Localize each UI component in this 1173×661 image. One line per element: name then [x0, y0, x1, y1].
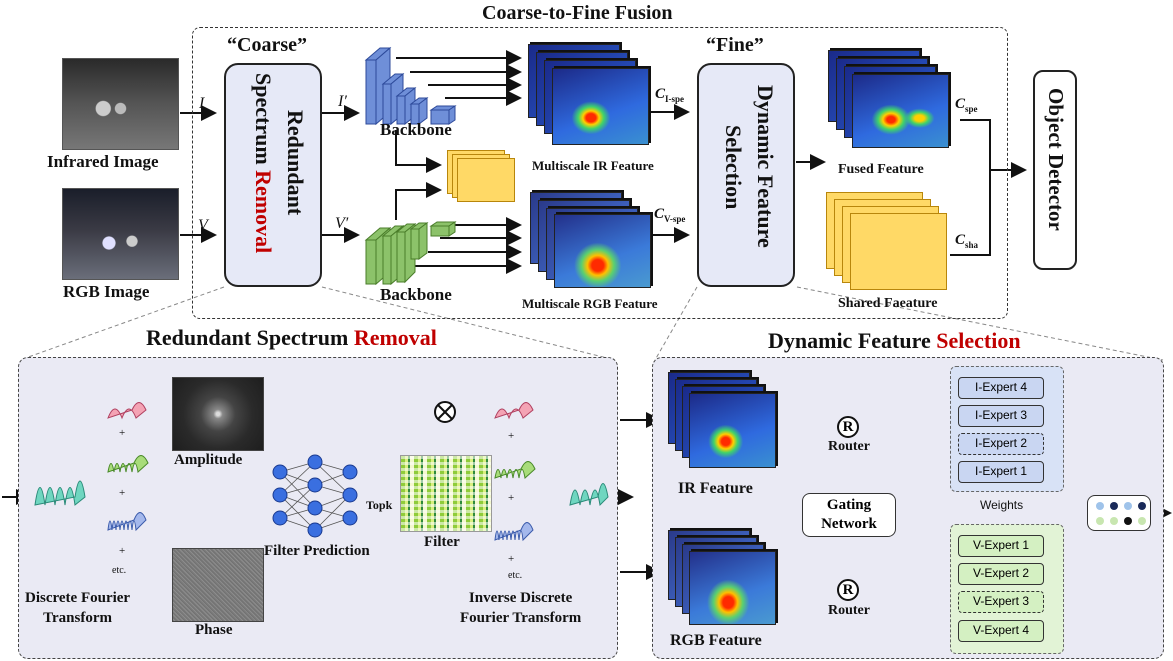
filter-prediction-label: Filter Prediction: [264, 543, 370, 559]
etc-label-right: etc.: [508, 570, 523, 581]
dynamic-feature-selection-block: [697, 63, 795, 287]
plus-sign-3: +: [119, 545, 126, 557]
dfs-panel-title-red: Selection: [936, 328, 1021, 353]
fused-feature-label: Fused Feature: [838, 162, 924, 177]
c-spe-c: C: [955, 96, 966, 112]
c-ispe-label: CI-spe: [655, 86, 684, 104]
etc-label-left: etc.: [112, 565, 127, 576]
c-ispe-c: C: [655, 86, 666, 102]
dfs-text-dynamic-feature: Dynamic Feature: [753, 85, 778, 248]
ir-backbone-label: Backbone: [380, 120, 452, 139]
coarse-to-fine-title: Coarse-to-Fine Fusion: [482, 2, 673, 24]
topk-label: Topk: [366, 498, 393, 512]
dft-line1: Discrete Fourier: [25, 590, 131, 606]
rgb-backbone-label: Backbone: [380, 285, 452, 304]
c-sha-c: C: [955, 232, 966, 248]
infrared-image-label: Infrared Image: [47, 152, 159, 171]
dfs-text-selection: Selection: [721, 125, 746, 210]
rgb-image: [62, 188, 179, 280]
rsr-panel-title: Redundant Spectrum Removal: [146, 325, 437, 351]
v-expert-3: V-Expert 3: [958, 591, 1044, 613]
redundant-spectrum-removal-block: [224, 63, 322, 287]
infrared-image: [62, 58, 179, 150]
rsr-text-spectrum: Spectrum Removal: [250, 73, 276, 253]
plus-sign-1: +: [119, 427, 126, 439]
gating-line1: Gating: [826, 497, 872, 513]
dfs-panel-title: Dynamic Feature Selection: [768, 328, 1021, 354]
rsr-text-redundant: Redundant: [283, 110, 308, 216]
dfs-panel-title-black: Dynamic Feature: [768, 328, 937, 353]
i-expert-4: I-Expert 4: [958, 377, 1044, 399]
multiscale-rgb-feature-label: Multiscale RGB Feature: [522, 296, 658, 311]
shared-feature-small-stack: [447, 150, 517, 204]
gating-line2: Network: [821, 516, 877, 532]
dft-label: Discrete Fourier Transform: [25, 588, 130, 628]
shared-feature-stack: [826, 192, 951, 292]
router-rgb-symbol: R: [837, 579, 859, 601]
rsr-removal-word: Removal: [251, 170, 276, 254]
c-sha-sub: sha: [965, 240, 979, 250]
coarse-label: “Coarse”: [227, 34, 307, 56]
idft-label: Inverse Discrete Fourier Transform: [460, 588, 581, 628]
plus-sign-5: +: [508, 492, 515, 504]
fused-feature-stack: [828, 50, 953, 155]
rsr-spectrum-word: Spectrum: [251, 73, 276, 165]
v-expert-1: V-Expert 1: [958, 535, 1044, 557]
fine-label: “Fine”: [706, 34, 764, 56]
v-expert-2: V-Expert 2: [958, 563, 1044, 585]
phase-label: Phase: [195, 622, 233, 638]
input-i-prime-label: I′: [338, 93, 347, 110]
router-ir-symbol: R: [837, 416, 859, 438]
c-vspe-sub: V-spe: [664, 214, 686, 224]
phase-image: [172, 548, 264, 622]
c-ispe-sub: I-spe: [665, 94, 685, 104]
c-sha-label: Csha: [955, 232, 978, 250]
rsr-panel-title-red: Removal: [353, 325, 437, 350]
c-spe-label: Cspe: [955, 96, 978, 114]
object-detector-block: [1033, 70, 1077, 270]
v-expert-4: V-Expert 4: [958, 620, 1044, 642]
ir-feature-label: IR Feature: [678, 480, 753, 497]
shared-feature-label: Shared Faeature: [838, 296, 938, 311]
object-detector-label: Object Detector: [1044, 88, 1068, 231]
combiner-block: [1087, 495, 1151, 531]
plus-sign-2: +: [119, 487, 126, 499]
rgb-feature-stack: [668, 530, 783, 630]
combiner-dots: [1096, 502, 1146, 525]
multiscale-ir-feature-stack: [528, 44, 653, 154]
filter-label: Filter: [424, 534, 460, 550]
multiscale-ir-feature-label: Multiscale IR Feature: [532, 158, 654, 173]
filter-image: [400, 455, 492, 532]
c-vspe-label: CV-spe: [654, 206, 685, 224]
ir-feature-stack: [668, 372, 783, 477]
input-v-label: V: [198, 217, 208, 234]
idft-line2: Fourier Transform: [460, 610, 582, 626]
rgb-image-label: RGB Image: [63, 282, 150, 301]
weights-label: Weights: [980, 498, 1024, 512]
c-vspe-c: C: [654, 206, 665, 222]
i-expert-2: I-Expert 2: [958, 433, 1044, 455]
idft-line1: Inverse Discrete: [468, 590, 573, 606]
i-expert-1: I-Expert 1: [958, 461, 1044, 483]
plus-sign-6: +: [508, 553, 515, 565]
plus-sign-4: +: [508, 430, 515, 442]
amplitude-label: Amplitude: [174, 452, 243, 468]
i-expert-3: I-Expert 3: [958, 405, 1044, 427]
gating-network-block: Gating Network: [802, 493, 896, 537]
multiscale-rgb-feature-stack: [530, 192, 655, 292]
input-v-prime-label: V′: [335, 215, 349, 232]
input-i-label: I: [199, 95, 205, 112]
rsr-panel-title-black: Redundant Spectrum: [146, 325, 354, 350]
rgb-feature-label: RGB Feature: [670, 632, 762, 649]
router-rgb-label: Router: [828, 603, 870, 618]
top-dashed-frame: [192, 27, 1008, 319]
amplitude-image: [172, 377, 264, 451]
c-spe-sub: spe: [965, 104, 978, 114]
dft-line2: Transform: [43, 610, 112, 626]
router-ir-label: Router: [828, 439, 870, 454]
